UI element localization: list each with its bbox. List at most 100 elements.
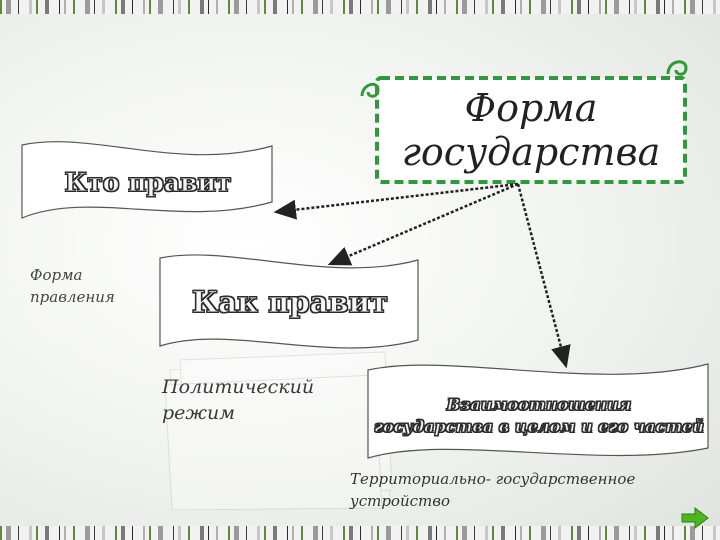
stripe <box>59 0 60 14</box>
stripe <box>313 526 318 540</box>
banner-relations-shape <box>367 363 709 459</box>
stripe <box>0 526 2 540</box>
stripe <box>200 526 204 540</box>
banner-relations-text: Взаимоотношения государства в целом и ег… <box>372 394 706 438</box>
stripe <box>571 0 573 14</box>
stripe <box>330 526 333 540</box>
stripe <box>287 526 288 540</box>
stripe <box>73 0 75 14</box>
stripe <box>614 526 619 540</box>
stripe <box>501 0 505 14</box>
stripe <box>343 526 345 540</box>
stripe <box>188 0 190 14</box>
stripe <box>541 526 546 540</box>
stripe <box>436 0 437 14</box>
stripe <box>301 0 303 14</box>
stripe <box>121 0 125 14</box>
paper-sheet <box>179 351 393 497</box>
main-box-title: Форма государства <box>380 86 682 174</box>
stripe <box>401 526 402 540</box>
stripe <box>322 0 323 14</box>
stripe <box>436 526 437 540</box>
stripe <box>444 526 446 540</box>
stripe <box>64 0 66 14</box>
label-form-of-government: Форма правления <box>30 264 115 308</box>
stripe <box>371 0 373 14</box>
stripe <box>541 0 546 14</box>
stripe <box>330 0 333 14</box>
stripe <box>456 526 458 540</box>
stripe <box>94 0 95 14</box>
stripe <box>377 526 379 540</box>
stripe <box>102 0 105 14</box>
arrow-to-who-rules <box>273 182 519 220</box>
stripe <box>322 526 323 540</box>
stripe <box>216 526 218 540</box>
stripe <box>178 0 181 14</box>
stripe <box>672 526 674 540</box>
stripe <box>292 0 294 14</box>
stripe <box>36 526 38 540</box>
stripe <box>200 0 204 14</box>
stripe <box>18 526 19 540</box>
stripe <box>360 526 361 540</box>
stripe <box>684 526 686 540</box>
stripe <box>577 526 581 540</box>
stripe <box>529 0 531 14</box>
stripe <box>102 526 105 540</box>
stripe <box>85 0 90 14</box>
stripe <box>208 0 209 14</box>
next-arrow-icon[interactable] <box>680 506 710 530</box>
stripe <box>228 0 230 14</box>
stripe <box>456 0 458 14</box>
stripe <box>577 0 581 14</box>
stripe <box>115 0 117 14</box>
stripe <box>149 0 151 14</box>
stripe <box>702 0 703 14</box>
stripe <box>313 0 318 14</box>
stripe <box>246 0 247 14</box>
stripe <box>664 526 665 540</box>
stripe <box>629 526 630 540</box>
stripe <box>520 0 522 14</box>
stripe <box>64 526 66 540</box>
stripe <box>173 0 174 14</box>
stripe <box>6 0 11 14</box>
stripe <box>664 0 665 14</box>
stripe <box>208 526 209 540</box>
label-political-regime: Политический режим <box>162 374 314 426</box>
stripe <box>656 0 660 14</box>
banner-who-rules-text: Кто правит <box>64 168 232 198</box>
stripe <box>515 526 516 540</box>
stripe <box>121 526 125 540</box>
stripe <box>529 526 531 540</box>
stripe <box>520 526 522 540</box>
stripe <box>301 526 303 540</box>
stripe <box>702 526 703 540</box>
curl-icon <box>666 60 688 76</box>
banner-relations-line2: государства в целом и его частей <box>374 417 705 437</box>
stripe <box>264 0 266 14</box>
stripe <box>462 526 467 540</box>
stripe <box>672 0 674 14</box>
bottom-stripe-bar <box>0 526 720 540</box>
stripe <box>550 526 551 540</box>
stripe <box>492 0 494 14</box>
stripe <box>406 526 409 540</box>
stripe <box>416 526 418 540</box>
paper-sheet <box>169 359 391 506</box>
stripe <box>115 526 117 540</box>
stripe <box>132 0 133 14</box>
stripe <box>18 0 19 14</box>
stripe <box>371 526 373 540</box>
stripe <box>158 0 163 14</box>
stripe <box>349 526 353 540</box>
stripe <box>634 526 637 540</box>
label-form-of-government-line1: Форма <box>30 266 83 284</box>
stripe <box>605 0 607 14</box>
stripe <box>257 0 260 14</box>
stripe <box>178 526 181 540</box>
main-box-border <box>375 76 687 184</box>
stripe <box>173 526 174 540</box>
